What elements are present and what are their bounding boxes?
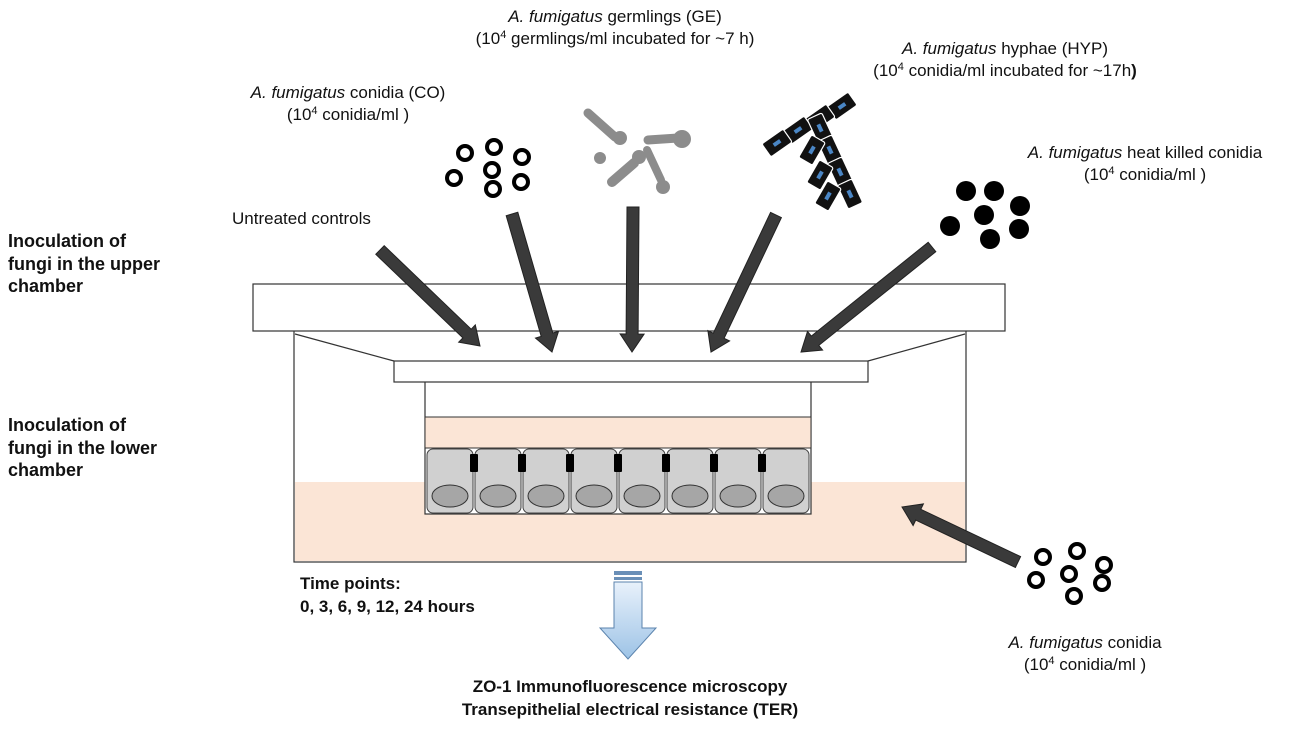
time-points-values: 0, 3, 6, 9, 12, 24 hours (300, 596, 475, 616)
readouts: ZO-1 Immunofluorescence microscopy Trans… (400, 676, 860, 722)
hyphae-icon (761, 92, 863, 212)
lower-conidia-icon (1027, 542, 1113, 605)
conidium (1034, 548, 1052, 566)
heat-killed-conidium (980, 229, 1000, 249)
lower-conidia-label: A. fumigatus conidia (104 conidia/ml ) (1008, 633, 1162, 675)
conidia-label: A. fumigatus conidia (CO) (104 conidia/m… (250, 83, 446, 125)
insert-rim (393, 360, 869, 383)
insert-support-left (294, 333, 395, 362)
epithelial-cell-layer (426, 448, 810, 514)
conidium (445, 169, 463, 187)
time-points: Time points: 0, 3, 6, 9, 12, 24 hours (300, 573, 475, 619)
cell-nucleus (671, 484, 709, 508)
cell-nucleus (431, 484, 469, 508)
tight-junction (566, 454, 574, 472)
tight-junction (758, 454, 766, 472)
hyphae-label: A. fumigatus hyphae (HYP) (104 conidia/m… (873, 39, 1137, 81)
heat-killed-conidium (974, 205, 994, 225)
conidium (1093, 574, 1111, 592)
heat-killed-arrow (800, 241, 937, 353)
hypha-segment (837, 178, 863, 210)
tight-junction (470, 454, 478, 472)
hypha-segment (798, 134, 826, 166)
tight-junction (662, 454, 670, 472)
cell-nucleus (527, 484, 565, 508)
readout-ter: Transepithelial electrical resistance (T… (461, 699, 799, 719)
cell-nucleus (479, 484, 517, 508)
heat-killed-conidia-icon (940, 181, 1030, 249)
conidium (456, 144, 474, 162)
heat-killed-conidium (984, 181, 1004, 201)
heat-killed-conidium (956, 181, 976, 201)
conidium (1095, 556, 1113, 574)
cell-nucleus (719, 484, 757, 508)
tight-junction (518, 454, 526, 472)
lower-conidia-arrow (901, 503, 1022, 569)
tight-junction (710, 454, 718, 472)
conidium (1060, 565, 1078, 583)
conidium (483, 161, 501, 179)
insert-support-right (867, 333, 966, 362)
untreated-label: Untreated controls (232, 209, 371, 228)
hypha-segment (827, 156, 853, 188)
conidia-icon (445, 138, 531, 198)
inoculation-arrows (375, 206, 1022, 569)
conidium (484, 180, 502, 198)
readout-arrow (598, 571, 658, 660)
germlings-label: A. fumigatus germlings (GE) (104 germlin… (475, 7, 755, 49)
conidia-arrow (505, 211, 560, 353)
conidium (512, 173, 530, 191)
tight-junction (614, 454, 622, 472)
germlings-icon (583, 108, 691, 194)
cell-nucleus (623, 484, 661, 508)
heat-killed-conidium (1009, 219, 1029, 239)
readout-zo1: ZO-1 Immunofluorescence microscopy (472, 677, 788, 696)
conidium (513, 148, 531, 166)
heat-killed-label: A. fumigatus heat killed conidia (104 co… (1027, 143, 1263, 185)
conidium (485, 138, 503, 156)
cell-nucleus (575, 484, 613, 508)
cell-nucleus (767, 484, 805, 508)
heat-killed-conidium (1010, 196, 1030, 216)
hypha-segment (814, 180, 842, 212)
germlings-arrow (619, 206, 646, 353)
untreated-arrow (375, 244, 481, 347)
hypha-segment (806, 159, 834, 191)
hypha-segment (826, 92, 858, 120)
hypha-segment (761, 129, 793, 157)
conidium (1068, 542, 1086, 560)
heat-killed-conidium (940, 216, 960, 236)
conidium (1065, 587, 1083, 605)
upper-chamber-medium (424, 416, 812, 449)
conidium (1027, 571, 1045, 589)
time-points-title: Time points: (300, 574, 401, 593)
hyphae-arrow (707, 211, 783, 353)
